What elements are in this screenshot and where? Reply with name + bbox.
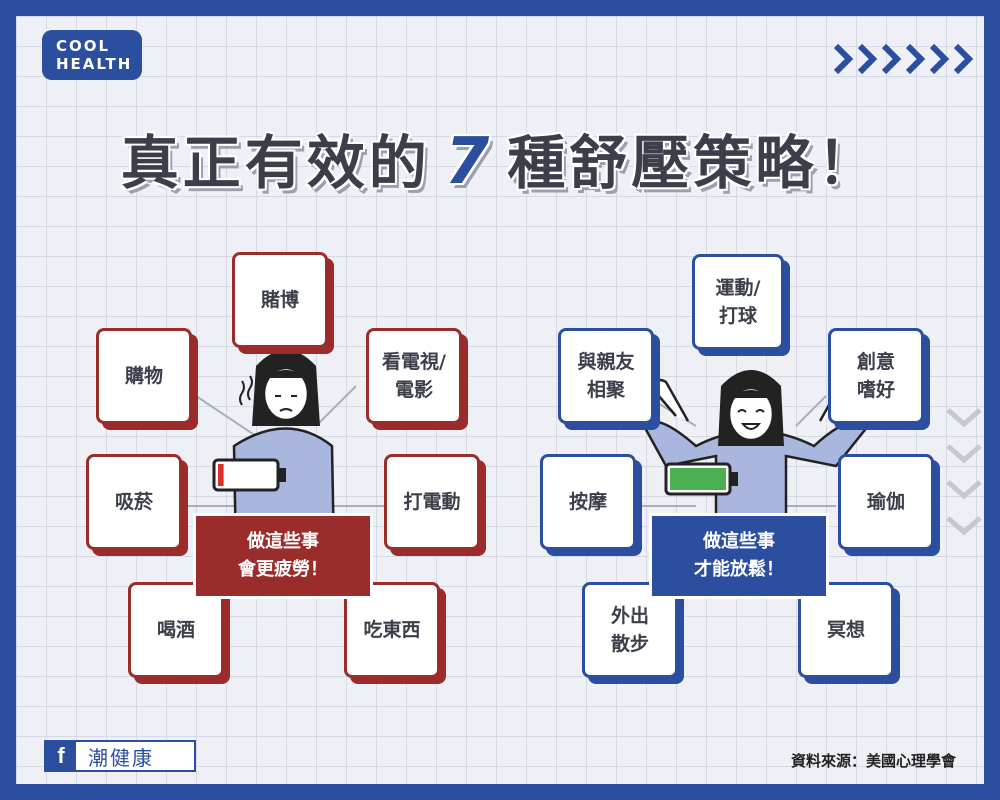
left-item-eating: 吃東西 (344, 582, 440, 678)
left-item-smoking: 吸菸 (86, 454, 182, 550)
left-item-tv-movies: 看電視/ 電影 (366, 328, 462, 424)
left-item-drinking: 喝酒 (128, 582, 224, 678)
right-item-massage: 按摩 (540, 454, 636, 550)
right-item-walk: 外出 散步 (582, 582, 678, 678)
right-item-yoga: 瑜伽 (838, 454, 934, 550)
happy-woman-illustration (642, 370, 870, 558)
brand-name: 潮健康 (88, 745, 154, 770)
chevron-right-icons (832, 42, 974, 76)
title-number: 7 (444, 125, 494, 199)
right-item-exercise: 運動/ 打球 (692, 254, 784, 350)
battery-low-icon (212, 458, 288, 492)
right-item-meditation: 冥想 (798, 582, 894, 678)
left-center-label: 做這些事 會更疲勞！ (196, 516, 370, 596)
facebook-badge[interactable]: f 潮健康 (44, 740, 196, 772)
coolhealth-logo: COOL HEALTH (42, 30, 142, 80)
source-credit: 資料來源：美國心理學會 (790, 752, 956, 770)
right-item-friends: 與親友 相聚 (558, 328, 654, 424)
right-center-label: 做這些事 才能放鬆！ (652, 516, 826, 596)
facebook-icon: f (46, 742, 76, 770)
left-item-gaming: 打電動 (384, 454, 480, 550)
left-item-shopping: 購物 (96, 328, 192, 424)
left-item-gambling: 賭博 (232, 252, 328, 348)
chevron-down-icons (946, 408, 982, 536)
battery-full-icon (664, 462, 740, 496)
right-item-hobbies: 創意 嗜好 (828, 328, 924, 424)
